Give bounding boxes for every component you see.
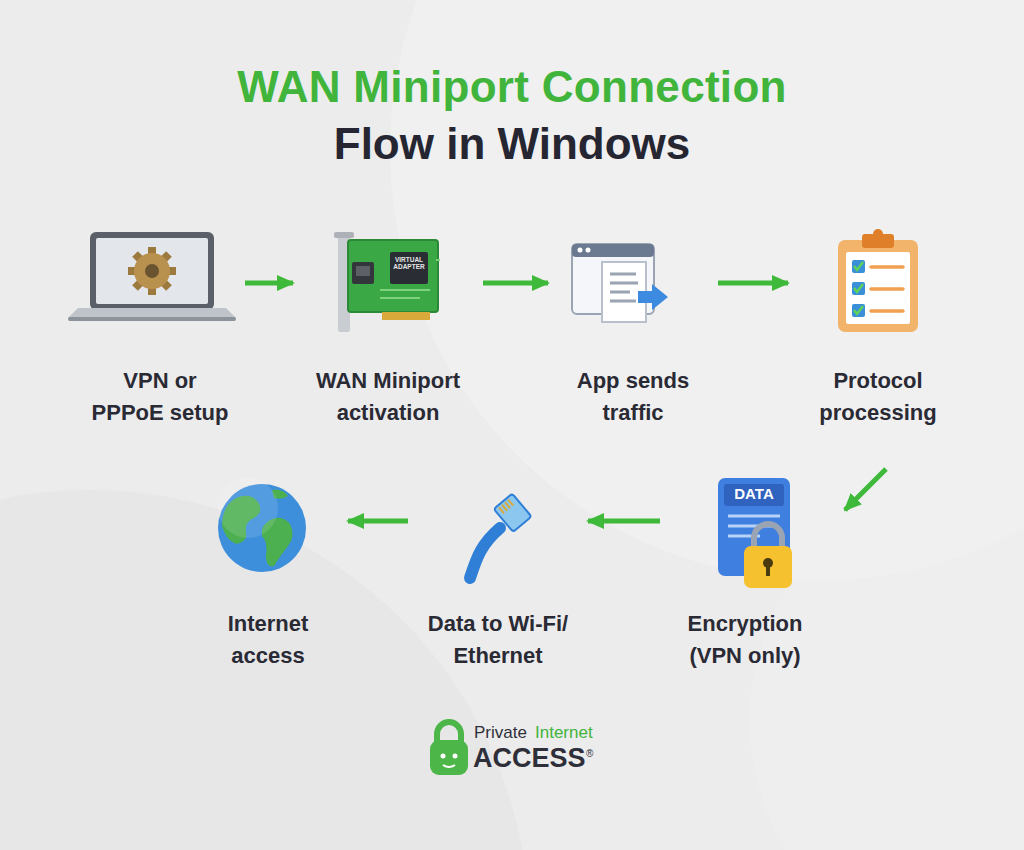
logo-lock-part (453, 754, 458, 759)
step-label: WAN Miniport activation (303, 365, 473, 429)
clipboard-icon-part (838, 240, 918, 332)
diagram-subtitle: Flow in Windows (0, 120, 1024, 168)
step-node: VPN or PPPoE setup (85, 225, 235, 429)
clipboard-icon-part (871, 267, 903, 311)
globe-icon-part (218, 478, 278, 538)
app-window-icon (572, 244, 668, 322)
network-card-icon-part (356, 266, 370, 276)
laptop-icon-part-part (145, 264, 159, 278)
encrypted-data-icon-part (766, 564, 770, 576)
flow-arrow (483, 281, 548, 286)
laptop-icon-part (68, 308, 236, 318)
logo-text: Internet (535, 724, 593, 743)
step-label: VPN or PPPoE setup (88, 365, 233, 429)
laptop-icon-part (128, 247, 176, 295)
laptop-icon-part (90, 232, 214, 310)
logo-text: ACCESS (473, 744, 586, 774)
logo-lock-part (443, 765, 455, 767)
step-label: Internet access (198, 608, 338, 672)
ethernet-cable-icon-part-part (499, 500, 513, 514)
laptop-icon (68, 232, 236, 321)
step-node: Data to Wi-Fi/ Ethernet (418, 470, 578, 672)
step-label: Protocol processing (798, 365, 958, 429)
network-card-icon-part (390, 252, 428, 284)
app-window-icon-part (578, 248, 583, 253)
laptop-icon-part (68, 317, 236, 321)
laptop-icon-part-part (132, 251, 172, 291)
logo-mark: ® (586, 748, 593, 759)
laptop-icon-part (96, 238, 208, 304)
flow-arrow (588, 519, 660, 524)
ethernet-cable-icon-part-part (494, 494, 532, 532)
app-window-icon-part (610, 274, 638, 301)
step-label: Data to Wi-Fi/ Ethernet (418, 608, 578, 672)
logo-lock-part (441, 754, 446, 759)
ethernet-cable-icon-part (470, 528, 500, 578)
encrypted-data-icon-part (744, 546, 792, 588)
clipboard-icon-part (873, 229, 883, 239)
clipboard-icon-part (854, 262, 863, 314)
network-card-icon (334, 232, 440, 332)
ethernet-cable-icon-part (494, 494, 532, 532)
encrypted-data-icon-part (724, 484, 784, 506)
logo-lock (430, 722, 468, 775)
chip-text: VIRTUAL ADAPTER (390, 256, 428, 270)
step-label: App sends traffic (558, 365, 708, 429)
network-card-icon-part (352, 262, 374, 284)
step-node: WAN Miniport activation (303, 225, 473, 429)
globe-icon (218, 478, 306, 572)
clipboard-icon (838, 229, 918, 332)
app-window-icon-part (572, 244, 654, 257)
encrypted-data-icon (718, 478, 792, 588)
step-label: Encryption (VPN only) (670, 608, 820, 672)
step-node: Internet access (198, 470, 338, 672)
logo-lock-part (430, 740, 468, 775)
flow-arrow (845, 469, 886, 510)
network-card-icon-part (382, 312, 430, 320)
flow-arrow (245, 281, 293, 286)
clipboard-icon-part (846, 252, 910, 324)
app-window-icon-part (638, 284, 668, 310)
laptop-icon-part-part (134, 253, 170, 289)
ethernet-cable-icon (470, 494, 531, 578)
step-node: App sends traffic (558, 225, 708, 429)
diagram-title: WAN Miniport Connection (0, 62, 1024, 112)
flow-arrow (718, 281, 788, 286)
network-card-icon-part (348, 240, 438, 312)
flow-arrow (348, 519, 408, 524)
logo-text: Private (474, 724, 527, 743)
step-node: Protocol processing (798, 225, 958, 429)
app-window-icon-part (586, 248, 591, 253)
network-card-icon-part (334, 232, 354, 238)
laptop-icon-part-part (132, 251, 172, 291)
icon-text: DATA (724, 486, 784, 503)
